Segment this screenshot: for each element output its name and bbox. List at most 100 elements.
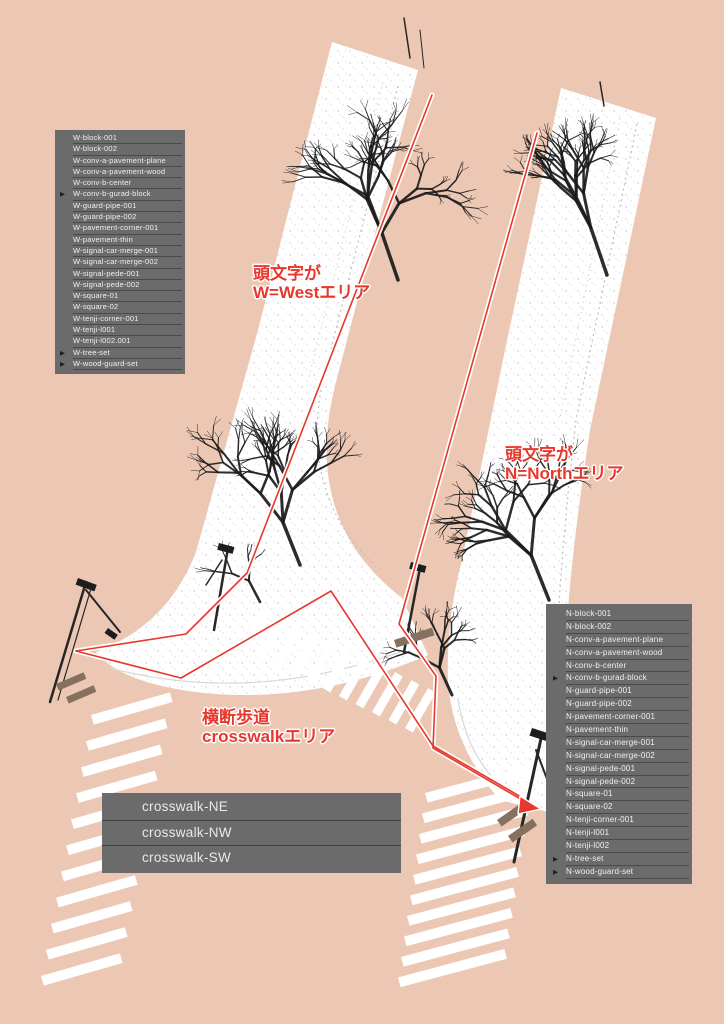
layer-row-label: W-pavement-corner-001 [73,223,159,233]
layer-row-label: W-pavement-thin [73,234,133,244]
layer-row[interactable]: crosswalk-NW [102,821,401,847]
layer-row-label: W-square-02 [73,302,119,312]
expand-triangle-icon: ▶ [60,349,66,357]
layer-row-label: W-block-001 [73,133,118,142]
layer-row[interactable]: ▶ W-signal-car-merge-002 [73,257,182,269]
expand-triangle-icon: ▶ [553,855,559,863]
layer-row[interactable]: ▶ W-tenji-corner-001 [73,314,182,326]
layer-row-label: W-conv-b-center [73,178,132,188]
layer-row-label: crosswalk-NE [142,799,229,814]
layer-row[interactable]: ▶ N-tenji-l002 [566,840,689,853]
layer-row[interactable]: ▶ W-wood-guard-set [60,358,182,371]
layer-row[interactable]: ▶ N-guard-pipe-001 [566,685,689,699]
layer-row[interactable]: ▶ W-signal-pede-002 [73,280,182,292]
layer-row[interactable]: ▶ W-conv-b-center [73,178,182,190]
layer-row-label: N-guard-pipe-002 [566,699,632,709]
north-area-label-line2: N=Northエリア [505,464,624,484]
layer-row-label: N-guard-pipe-001 [566,686,632,696]
layer-row[interactable]: ▶ W-conv-a-pavement-plane [73,156,182,167]
layer-row-label: W-guard-pipe-001 [73,200,137,210]
crosswalk-area-label: 横断歩道 crosswalkエリア [202,708,335,746]
layer-row[interactable]: ▶ W-guard-pipe-001 [73,200,182,213]
layer-row[interactable]: ▶ W-tenji-l001 [73,325,182,337]
traffic-signal [48,578,121,704]
layer-row[interactable]: ▶ W-pavement-corner-001 [73,223,182,235]
layer-row[interactable]: ▶ W-tree-set [60,347,182,359]
layer-row-label: W-signal-car-merge-001 [73,245,159,255]
area-outlines [73,92,542,815]
layer-row[interactable]: ▶ W-block-002 [73,144,182,156]
layer-row-label: N-conv-b-gurad-block [566,673,647,683]
layer-row-label: W-guard-pipe-002 [73,212,137,222]
layer-row-label: N-block-002 [566,621,612,631]
layer-row-label: W-conv-a-pavement-plane [73,155,166,165]
layer-row[interactable]: ▶ W-guard-pipe-002 [73,212,182,224]
layer-row-label: N-block-001 [566,609,612,618]
layer-row-label: W-tenji-l002.001 [73,336,131,346]
north-area-label-line1: 頭文字が [505,445,573,464]
layer-row[interactable]: ▶ N-conv-b-center [566,660,689,673]
layer-row-label: N-signal-car-merge-001 [566,737,655,747]
layer-row-label: N-wood-guard-set [566,866,634,876]
layer-row[interactable]: ▶ N-block-001 [566,608,689,621]
layer-row[interactable]: ▶ N-signal-pede-001 [566,763,689,776]
layer-row[interactable]: ▶ N-tree-set [553,853,689,866]
tree [185,406,363,567]
layer-row-label: N-pavement-corner-001 [566,712,656,722]
layer-row[interactable]: ▶ W-signal-car-merge-001 [73,245,182,258]
layer-row-label: N-tenji-l001 [566,828,610,838]
layer-row[interactable]: ▶ W-signal-pede-001 [73,269,182,280]
layer-row[interactable]: ▶ N-signal-pede-002 [566,776,689,789]
traffic-signal [205,543,235,632]
layer-row[interactable]: ▶ N-wood-guard-set [553,866,689,879]
layer-row[interactable]: ▶ W-square-01 [73,291,182,303]
layer-row-label: crosswalk-NW [142,824,232,840]
west-area-label-line1: 頭文字が [253,264,321,283]
layer-row-label: W-square-01 [73,291,119,301]
layer-row[interactable]: ▶ W-pavement-thin [73,235,182,246]
layer-row[interactable]: ▶ N-guard-pipe-002 [566,698,689,712]
layer-row[interactable]: ▶ N-tenji-l001 [566,827,689,841]
layer-row-label: N-conv-a-pavement-plane [566,634,664,644]
layer-row-label: W-tenji-l001 [73,325,116,335]
expand-triangle-icon: ▶ [60,360,66,368]
layer-row-label: N-square-01 [566,789,613,799]
tree [281,98,489,282]
layer-row[interactable]: ▶ W-conv-b-gurad-block [60,189,182,201]
crosswalk-stripes-ne [398,764,534,988]
layer-row[interactable]: ▶ W-tenji-l002.001 [73,336,182,348]
layer-row[interactable]: crosswalk-SW [102,846,401,871]
layer-row[interactable]: ▶ N-signal-car-merge-002 [566,750,689,763]
layer-row[interactable]: ▶ W-conv-a-pavement-wood [73,167,182,179]
west-layer-list: ▶ W-block-001 ▶ W-block-002 ▶ W-conv-a-p… [55,130,185,375]
tree [428,434,592,602]
expand-triangle-icon: ▶ [60,191,66,199]
crosswalk-area-label-line1: 横断歩道 [202,708,270,727]
layer-row-label: W-wood-guard-set [73,358,138,368]
layer-row[interactable]: ▶ N-block-002 [566,621,689,634]
layer-row-label: W-signal-pede-001 [73,268,140,278]
layer-row[interactable]: ▶ N-tenji-corner-001 [566,814,689,828]
tree [503,113,619,277]
layer-row[interactable]: ▶ N-pavement-thin [566,724,689,737]
layer-row-label: N-conv-b-center [566,660,627,670]
layer-row[interactable]: ▶ N-conv-a-pavement-wood [566,647,689,660]
layer-row[interactable]: ▶ N-signal-car-merge-001 [566,737,689,750]
layer-row[interactable]: ▶ N-conv-a-pavement-plane [566,634,689,647]
layer-row[interactable]: crosswalk-NE [102,795,401,821]
north-area-outline [398,132,538,802]
layer-row[interactable]: ▶ W-block-001 [73,133,182,145]
distant-pole [403,17,605,107]
crosswalk-layer-list: crosswalk-NE crosswalk-NW crosswalk-SW [102,793,401,874]
layer-row-label: N-tenji-l002 [566,841,610,851]
arrowhead-icon [517,795,542,815]
layer-row[interactable]: ▶ N-square-02 [566,801,689,815]
layer-row-label: W-tree-set [73,347,110,357]
crosswalk-area-label-line2: crosswalkエリア [202,727,336,747]
layer-row[interactable]: ▶ W-square-02 [73,302,182,314]
layer-row[interactable]: ▶ N-square-01 [566,788,689,802]
layer-row[interactable]: ▶ N-pavement-corner-001 [566,711,689,725]
layer-row[interactable]: ▶ N-conv-b-gurad-block [553,672,689,686]
